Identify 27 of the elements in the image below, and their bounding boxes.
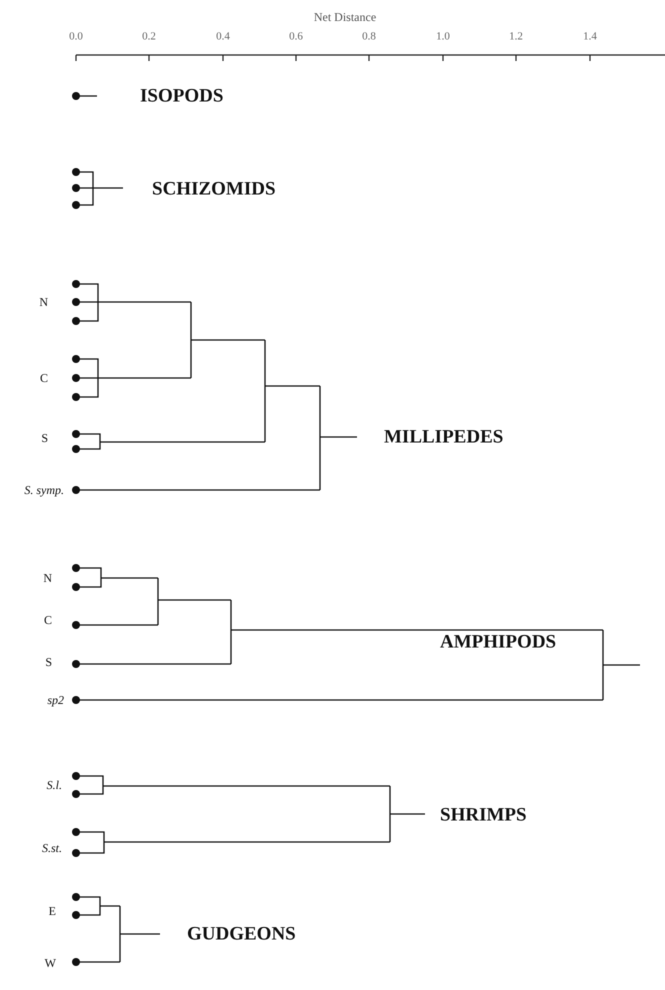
tick-label: 1.4 [583,32,597,42]
group-label: GUDGEONS [187,924,296,944]
tick-label: 1.2 [509,32,523,42]
tick-label: 0.0 [69,32,83,42]
population-label: W [44,957,56,969]
group-label: ISOPODS [140,86,224,106]
tick-label: 0.2 [142,32,156,42]
population-label: S.st. [42,842,62,854]
group-label: SHRIMPS [440,806,527,824]
axis-title: Net Distance [314,11,376,23]
population-label: S. symp. [24,484,64,496]
tick-label: 0.4 [216,32,230,42]
group-label: SCHIZOMIDS [152,180,276,198]
population-label: S.l. [46,779,62,791]
population-label: E [48,905,56,917]
population-label: C [44,614,52,626]
tick-label: 0.6 [289,32,303,42]
tick-label: 0.8 [362,32,376,42]
tick-label: 1.0 [436,32,450,42]
group-label: MILLIPEDES [384,428,504,446]
population-label: C [40,372,48,384]
population-label: N [43,572,52,584]
population-label: sp2 [47,694,64,706]
population-label: S [41,432,48,444]
group-label: AMPHIPODS [440,632,556,652]
population-label: S [45,656,52,668]
population-label: N [39,296,48,308]
